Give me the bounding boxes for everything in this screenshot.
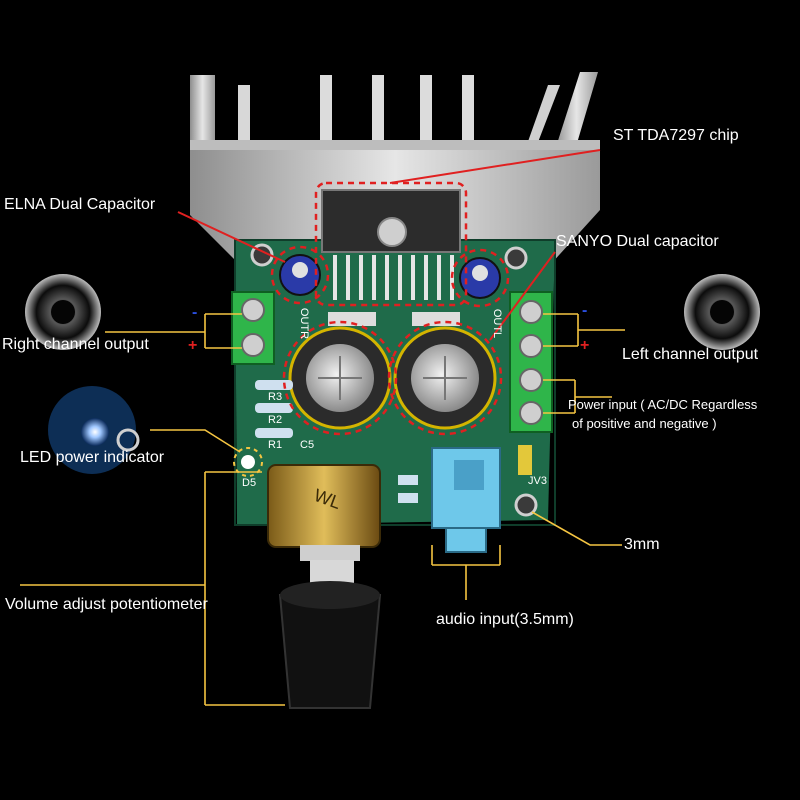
led-highlight (233, 447, 263, 477)
polarity-negative-right: - (192, 304, 198, 321)
label-audio-input: audio input(3.5mm) (436, 611, 574, 628)
small-yellow-capacitor (518, 445, 532, 475)
board-mark-r2: R2 (268, 414, 283, 426)
terminal-block-left (509, 291, 553, 433)
label-power-input-2: of positive and negative ) (572, 416, 717, 431)
polarity-positive-right: + (188, 337, 198, 354)
speaker-icon-left (684, 274, 760, 350)
led-inset-icon (48, 386, 140, 474)
board-mark-c5: C5 (300, 439, 315, 451)
board-mark-led: D5 (242, 477, 257, 489)
label-led: LED power indicator (20, 449, 165, 466)
board-mark-jack: JV3 (528, 475, 547, 487)
polarity-positive-left: + (580, 337, 590, 354)
speaker-icon-right (25, 274, 101, 350)
audio-jack (431, 447, 501, 553)
label-sanyo: SANYO Dual capacitor (556, 233, 719, 250)
sanyo-capacitors (288, 326, 497, 430)
resistors (255, 380, 418, 503)
highlight-markers (270, 181, 510, 436)
board-mark-outr: OUTR (298, 307, 311, 340)
terminal-block-right (231, 291, 275, 365)
board-mark-outl: OUTL (491, 308, 504, 339)
board-mark-r1: R1 (268, 439, 283, 451)
label-left-output: Left channel output (622, 346, 759, 363)
led-on-board (241, 455, 255, 469)
label-volume: Volume adjust potentiometer (5, 596, 208, 613)
label-3mm: 3mm (624, 536, 660, 553)
label-power-input-1: Power input ( AC/DC Regardless (568, 397, 758, 412)
polarity-negative-left: - (582, 302, 588, 319)
label-chip: ST TDA7297 chip (613, 127, 739, 144)
yellow-leaders (20, 313, 625, 706)
potentiometer (267, 464, 382, 709)
elna-highlight-left (270, 245, 330, 305)
red-leaders (177, 149, 601, 341)
sanyo-highlight-left (282, 320, 398, 436)
board-mark-r3: R3 (268, 391, 283, 403)
tda7297-chip (321, 189, 461, 300)
label-elna: ELNA Dual Capacitor (4, 196, 156, 213)
label-right-output: Right channel output (2, 336, 149, 353)
sanyo-highlight-right (387, 320, 503, 436)
elna-capacitors (279, 254, 501, 299)
elna-highlight-right (450, 248, 510, 308)
